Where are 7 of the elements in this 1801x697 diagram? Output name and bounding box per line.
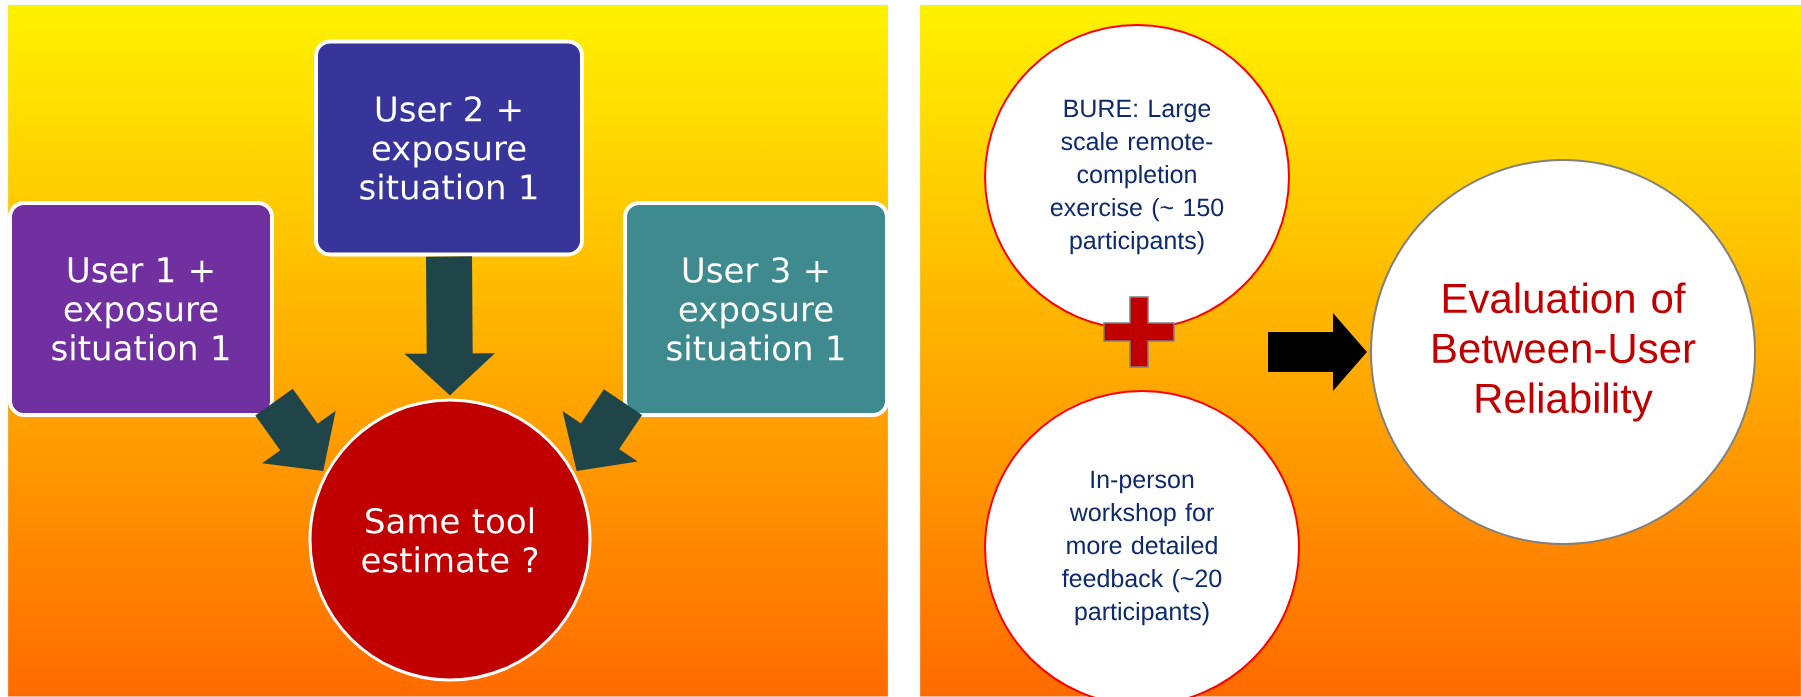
process-box: User 1 + exposure situation 1	[8, 201, 274, 417]
circle-node: Evaluation of Between-User Reliability	[1370, 159, 1756, 545]
circle-node: BURE: Large scale remote-completion exercise (~ 150 participants)	[984, 24, 1290, 330]
process-box: User 2 + exposure situation 1	[314, 39, 584, 257]
circle-node: Same tool estimate ?	[308, 398, 592, 682]
circle-node: In-person workshop for more detailed feedback (~20 participants)	[984, 390, 1300, 697]
process-box: User 3 + exposure situation 1	[623, 201, 889, 417]
